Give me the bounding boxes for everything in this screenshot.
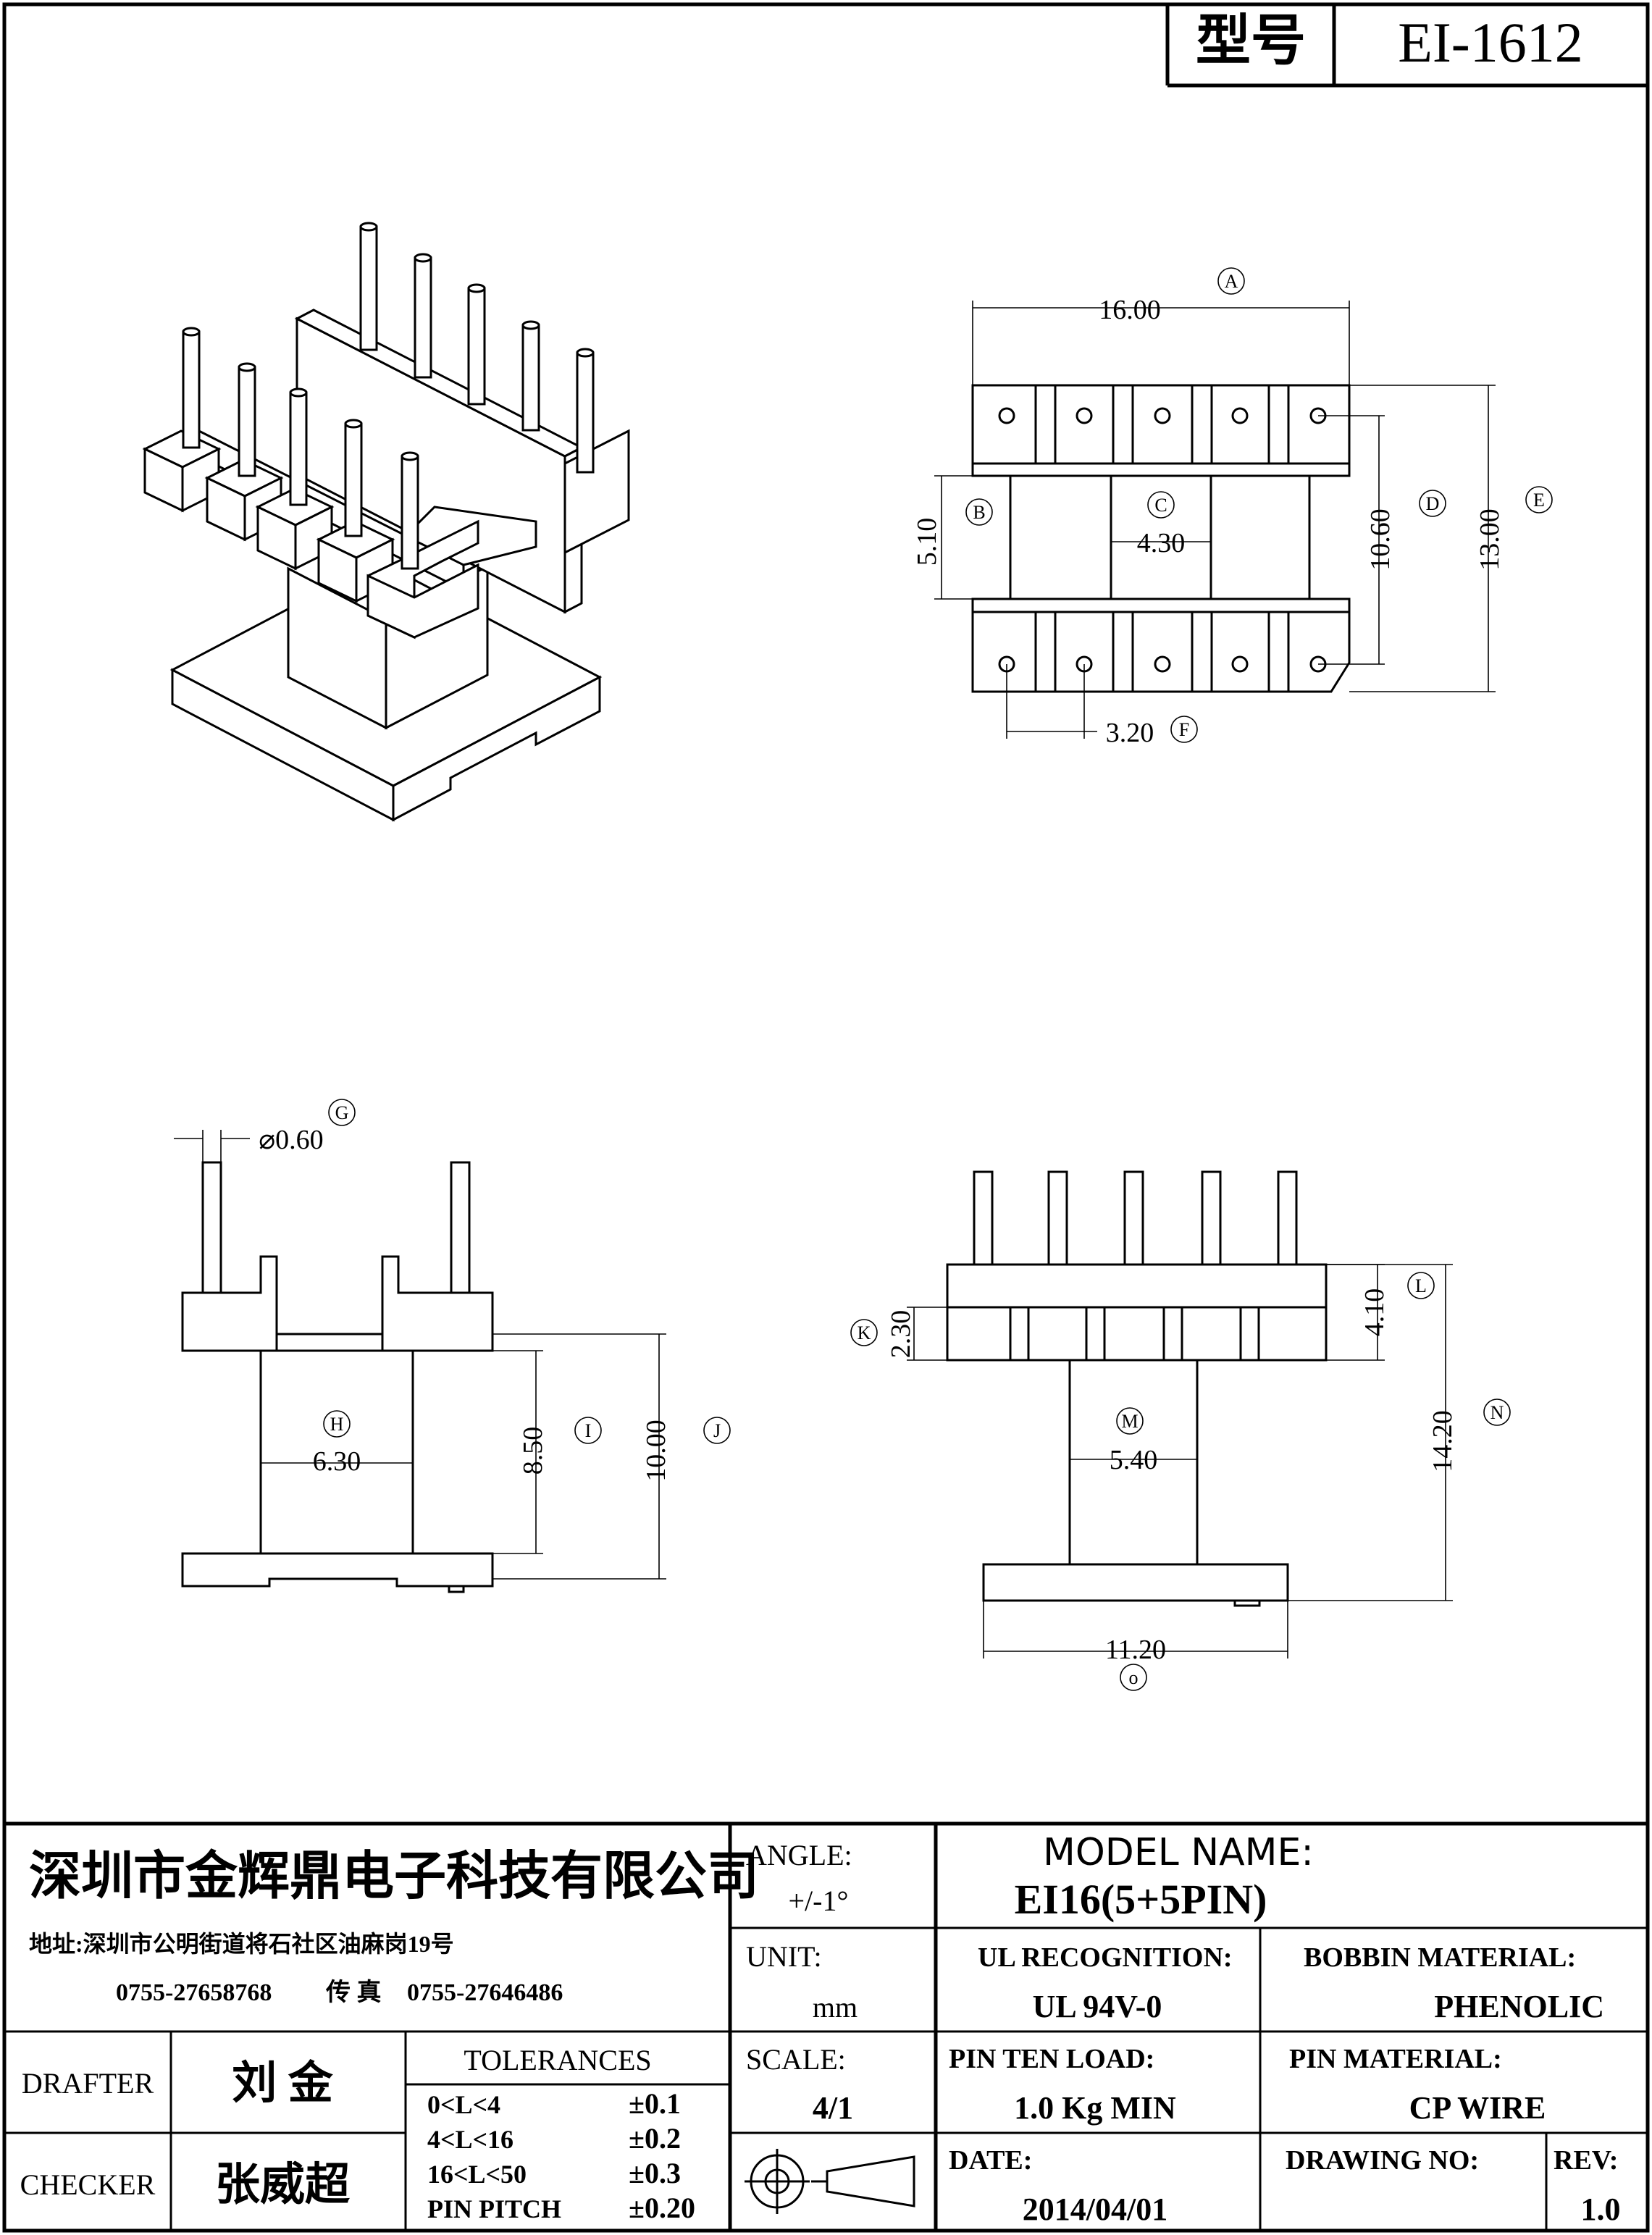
pin-material-label: PIN MATERIAL: [1289, 2044, 1502, 2074]
drafter-name: 刘 金 [232, 2058, 334, 2108]
dim-o-label: 11.20 [1105, 1635, 1166, 1665]
bobbin-label: BOBBIN MATERIAL: [1304, 1942, 1576, 1973]
model-name-value: EI16(5+5PIN) [1015, 1876, 1267, 1923]
marker-e: E [1533, 490, 1545, 511]
tol-range-2: 4<L<16 [427, 2125, 513, 2154]
tol-range-1: 0<L<4 [427, 2090, 500, 2119]
pin-load-label: PIN TEN LOAD: [949, 2044, 1154, 2074]
dim-f-label: 3.20 [1106, 718, 1154, 748]
ul-label: UL RECOGNITION: [978, 1942, 1233, 1973]
date-value: 2014/04/01 [1023, 2192, 1167, 2227]
marker-d: D [1426, 493, 1440, 514]
dim-d-label: 10.60 [1365, 508, 1396, 571]
marker-m: M [1121, 1411, 1138, 1432]
dim-m-label: 5.40 [1110, 1445, 1158, 1475]
rev-value: 1.0 [1581, 2192, 1621, 2227]
marker-l: L [1415, 1275, 1427, 1296]
model-code: EI-1612 [1398, 11, 1583, 74]
marker-o: o [1129, 1667, 1139, 1688]
company-name: 深圳市金辉鼎电子科技有限公司 [29, 1848, 759, 1905]
dim-l-label: 4.10 [1359, 1288, 1390, 1337]
model-name-label: MODEL NAME: [1043, 1831, 1314, 1874]
marker-j: J [713, 1420, 721, 1441]
dim-j-label: 10.00 [641, 1420, 671, 1482]
marker-g: G [335, 1102, 349, 1123]
checker-label: CHECKER [20, 2168, 156, 2201]
marker-i: I [585, 1420, 592, 1441]
dim-c-label: 4.30 [1137, 528, 1186, 558]
marker-a: A [1225, 271, 1238, 292]
drafter-label: DRAFTER [22, 2067, 154, 2100]
marker-k: K [858, 1322, 871, 1343]
tol-range-3: 16<L<50 [427, 2160, 527, 2189]
header-label: 型号 [1196, 11, 1306, 72]
scale-value: 4/1 [813, 2090, 853, 2126]
marker-c: C [1154, 495, 1167, 516]
fax-label: 传 真 [325, 1979, 382, 2006]
dim-e-label: 13.00 [1475, 508, 1505, 571]
checker-name: 张威超 [215, 2160, 351, 2210]
dim-a-label: 16.00 [1099, 295, 1161, 325]
bobbin-value: PHENOLIC [1434, 1989, 1604, 2024]
tol-value-3: ±0.3 [629, 2157, 681, 2189]
dim-b-label: 5.10 [912, 518, 942, 566]
header-box: 型号 EI-1612 [1165, 4, 1648, 88]
company-phone: 0755-27658768 [116, 1979, 272, 2006]
tol-value-2: ±0.2 [629, 2122, 681, 2155]
dim-n-label: 14.20 [1427, 1410, 1458, 1472]
tol-value-1: ±0.1 [629, 2087, 681, 2120]
date-label: DATE: [949, 2145, 1032, 2176]
unit-label: UNIT: [746, 1940, 822, 1973]
pin-material-value: CP WIRE [1409, 2090, 1546, 2126]
pin-load-value: 1.0 Kg MIN [1014, 2090, 1176, 2126]
scale-label: SCALE: [746, 2043, 846, 2076]
tolerances-label: TOLERANCES [464, 2044, 651, 2076]
tol-value-4: ±0.20 [629, 2192, 695, 2224]
angle-label: ANGLE: [746, 1839, 852, 1871]
angle-value: +/-1° [789, 1884, 849, 1917]
isometric-view [142, 222, 630, 822]
marker-b: B [973, 502, 985, 523]
marker-h: H [330, 1414, 344, 1435]
tol-range-4: PIN PITCH [427, 2194, 561, 2223]
company-address: 地址:深圳市公明街道将石社区油麻岗19号 [29, 1931, 454, 1957]
ul-value: UL 94V-0 [1033, 1989, 1162, 2024]
marker-n: N [1490, 1402, 1504, 1423]
top-view: 16.00 A 5.10 B 4.30 C 10.60 D 13.00 E 3.… [912, 267, 1553, 748]
dim-i-label: 8.50 [518, 1427, 548, 1475]
side-view: ⌀0.60 G 6.30 H 8.50 I 10.00 J [174, 1099, 731, 1593]
dim-k-label: 2.30 [886, 1310, 916, 1359]
title-block: 深圳市金辉鼎电子科技有限公司 地址:深圳市公明街道将石社区油麻岗19号 0755… [4, 1821, 1648, 2231]
rev-label: REV: [1554, 2145, 1618, 2176]
projection-symbol-icon [745, 2149, 915, 2214]
dim-g-label: ⌀0.60 [259, 1125, 323, 1155]
unit-value: mm [813, 1991, 858, 2024]
dim-h-label: 6.30 [313, 1446, 361, 1477]
drawing-no-label: DRAWING NO: [1286, 2145, 1479, 2176]
marker-f: F [1179, 719, 1189, 740]
front-view: 2.30 K 4.10 L 5.40 M 14.20 N 11.20 o [850, 1170, 1511, 1691]
company-fax: 0755-27646486 [407, 1979, 563, 2006]
